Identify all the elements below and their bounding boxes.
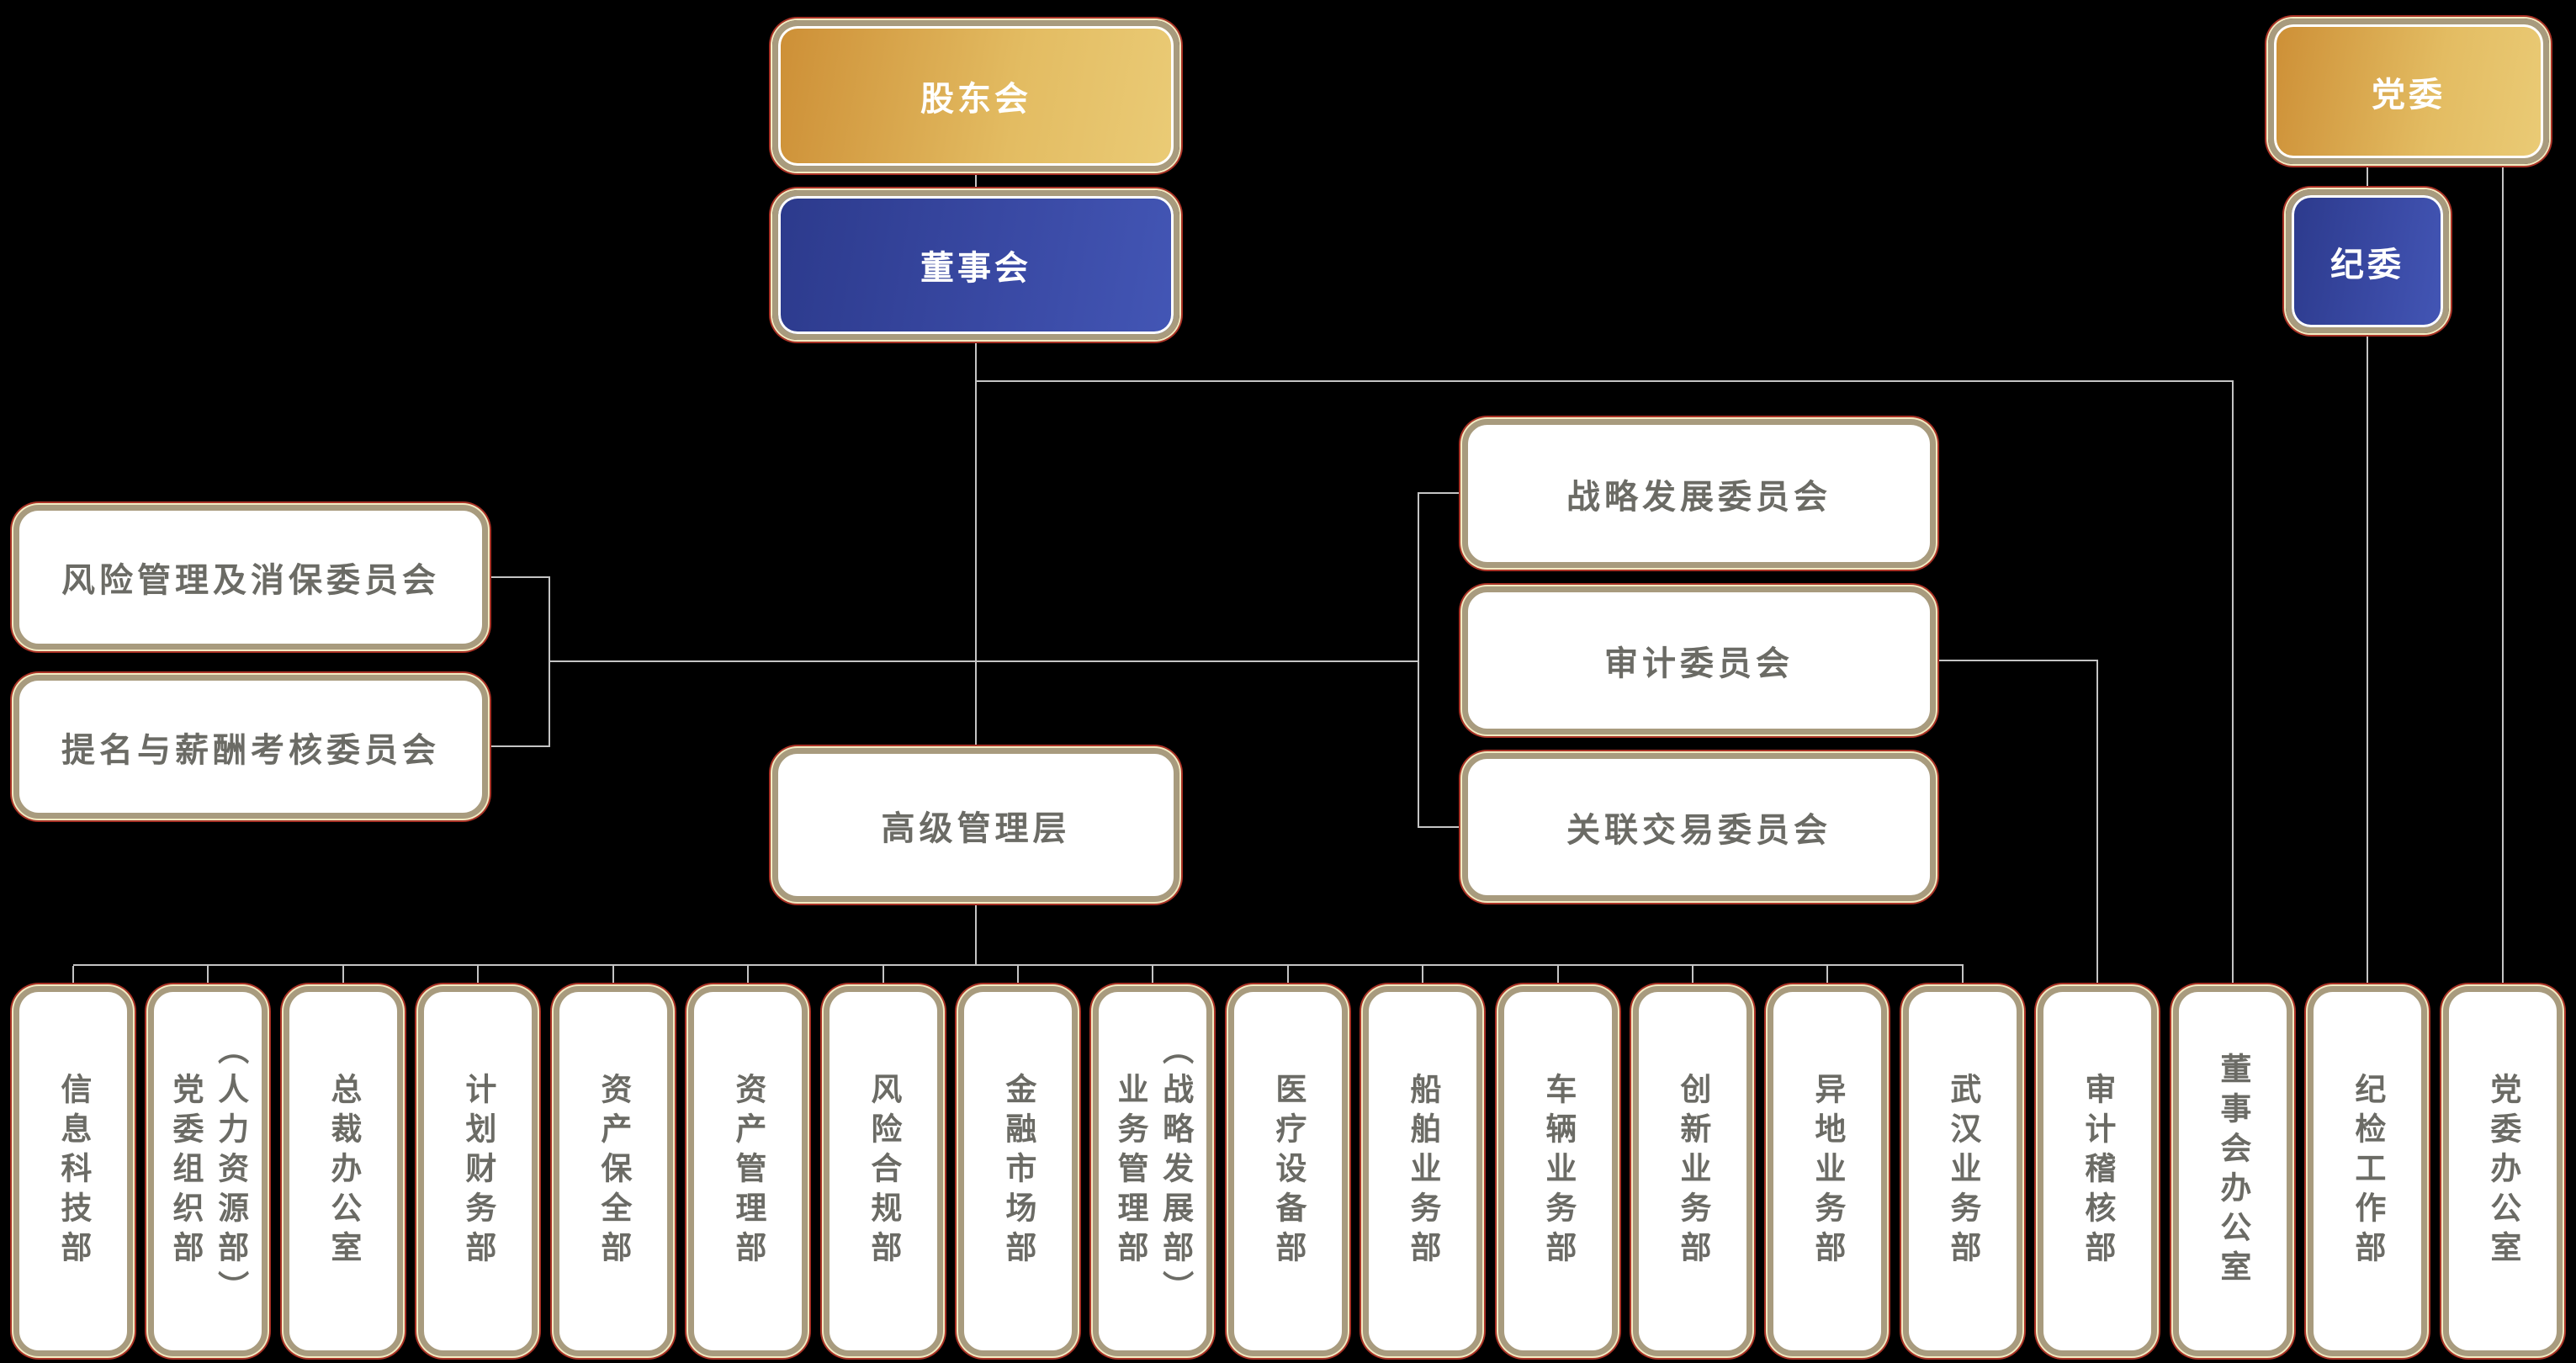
department-box-shipping-business: 船舶业务部 — [1363, 986, 1482, 1356]
connector-stub-dept-5 — [612, 966, 614, 986]
connector-right-committee-junction — [1418, 492, 1419, 828]
department-label: 异地业务部 — [1810, 1072, 1845, 1270]
risk-consumer-protection-label: 风险管理及消保委员会 — [61, 562, 440, 599]
department-label: 业务管理部 （战略发展部） — [1113, 1032, 1193, 1310]
connector-party-to-party-office — [2502, 164, 2504, 986]
department-box-information-technology: 信息科技部 — [13, 986, 133, 1356]
connector-stub-nomination-committee — [488, 745, 550, 747]
department-box-business-management-strategy: 业务管理部 （战略发展部） — [1093, 986, 1212, 1356]
box-strategic-development-committee: 战略发展委员会 — [1462, 419, 1936, 568]
box-discipline-committee: 纪委 — [2286, 189, 2449, 333]
connector-audit-dept-drop — [2096, 660, 2098, 986]
connector-stub-dept-1 — [72, 966, 74, 986]
connector-audit-committee-to-audit-dept — [1936, 660, 2097, 661]
department-label: 金融市场部 — [1000, 1072, 1036, 1270]
connector-stub-dept-7 — [883, 966, 884, 986]
department-label: 计划财务部 — [460, 1072, 496, 1270]
box-risk-consumer-protection-committee: 风险管理及消保委员会 — [13, 505, 488, 650]
department-box-vehicle-business: 车辆业务部 — [1498, 986, 1618, 1356]
box-senior-management: 高级管理层 — [772, 748, 1179, 902]
department-label: 审计稽核部 — [2080, 1072, 2115, 1270]
department-label: 纪检工作部 — [2350, 1072, 2385, 1270]
connector-stub-dept-8 — [1017, 966, 1019, 986]
connector-stub-dept-3 — [342, 966, 344, 986]
department-box-planning-finance: 计划财务部 — [418, 986, 538, 1356]
box-nomination-remuneration-committee: 提名与薪酬考核委员会 — [13, 675, 488, 819]
department-box-board-office: 董事会办公室 — [2173, 986, 2292, 1356]
connector-stub-strategy-committee — [1418, 492, 1462, 494]
board-label: 董事会 — [920, 250, 1031, 287]
connector-management-bus — [975, 900, 977, 966]
connector-department-bus — [73, 964, 1964, 966]
discipline-committee-label: 纪委 — [2330, 246, 2404, 284]
box-party-committee: 党委 — [2268, 19, 2549, 164]
department-label: 信息科技部 — [56, 1072, 91, 1270]
nomination-remuneration-label: 提名与薪酬考核委员会 — [61, 731, 440, 769]
department-label: 船舶业务部 — [1405, 1072, 1440, 1270]
department-label: 车辆业务部 — [1540, 1072, 1576, 1270]
connector-board-management — [975, 340, 977, 749]
connector-discipline-to-dept — [2367, 333, 2368, 986]
department-box-discipline-inspection-work: 纪检工作部 — [2308, 986, 2427, 1356]
connector-board-to-board-office — [975, 380, 2234, 382]
department-box-medical-equipment: 医疗设备部 — [1228, 986, 1348, 1356]
connector-stub-dept-10 — [1287, 966, 1289, 986]
box-audit-committee: 审计委员会 — [1462, 586, 1936, 735]
department-box-party-committee-office: 党委办公室 — [2443, 986, 2563, 1356]
department-box-wuhan-business: 武汉业务部 — [1903, 986, 2022, 1356]
department-label: 董事会办公室 — [2215, 1053, 2250, 1290]
shareholders-label: 股东会 — [920, 81, 1031, 118]
department-label: 资产保全部 — [596, 1072, 631, 1270]
senior-management-label: 高级管理层 — [881, 809, 1071, 847]
related-transaction-label: 关联交易委员会 — [1566, 812, 1831, 849]
department-box-asset-preservation: 资产保全部 — [554, 986, 673, 1356]
department-box-innovation-business: 创新业务部 — [1633, 986, 1752, 1356]
department-label: 党委办公室 — [2485, 1072, 2520, 1270]
connector-stub-dept-14 — [1826, 966, 1828, 986]
department-label: 风险合规部 — [866, 1072, 901, 1270]
department-label: 武汉业务部 — [1945, 1072, 1980, 1270]
connector-stub-dept-11 — [1422, 966, 1423, 986]
party-committee-label: 党委 — [2372, 76, 2446, 114]
connector-stub-dept-9 — [1152, 966, 1153, 986]
connector-stub-dept-6 — [747, 966, 749, 986]
box-related-transaction-committee: 关联交易委员会 — [1462, 753, 1936, 901]
department-box-party-organization-hr: 党委组织部 （人力资源部） — [148, 986, 268, 1356]
department-label: 党委组织部 （人力资源部） — [168, 1032, 248, 1310]
connector-stub-dept-15 — [1962, 966, 1964, 986]
department-label: 资产管理部 — [730, 1072, 766, 1270]
box-board-of-directors: 董事会 — [772, 190, 1179, 340]
strategic-development-label: 战略发展委员会 — [1566, 478, 1831, 516]
audit-committee-label: 审计委员会 — [1604, 645, 1794, 682]
connector-shareholders-board — [975, 172, 977, 192]
connector-stub-dept-2 — [207, 966, 209, 986]
box-shareholders-meeting: 股东会 — [772, 20, 1179, 172]
connector-stub-related-transaction-committee — [1418, 826, 1462, 828]
department-box-financial-markets: 金融市场部 — [958, 986, 1078, 1356]
connector-stub-dept-12 — [1557, 966, 1559, 986]
connector-stub-risk-committee — [488, 576, 550, 578]
connector-stub-dept-4 — [477, 966, 479, 986]
connector-party-discipline — [2367, 164, 2368, 189]
connector-stub-dept-13 — [1692, 966, 1693, 986]
department-box-asset-management: 资产管理部 — [688, 986, 808, 1356]
department-box-remote-business: 异地业务部 — [1768, 986, 1887, 1356]
department-box-risk-compliance: 风险合规部 — [824, 986, 943, 1356]
department-box-audit-inspection: 审计稽核部 — [2038, 986, 2157, 1356]
department-label: 医疗设备部 — [1270, 1072, 1306, 1270]
department-label: 总裁办公室 — [326, 1072, 361, 1270]
connector-committee-crossbar — [549, 660, 1418, 662]
department-label: 创新业务部 — [1675, 1072, 1710, 1270]
department-box-president-office: 总裁办公室 — [284, 986, 403, 1356]
connector-board-office-drop — [2232, 380, 2234, 986]
